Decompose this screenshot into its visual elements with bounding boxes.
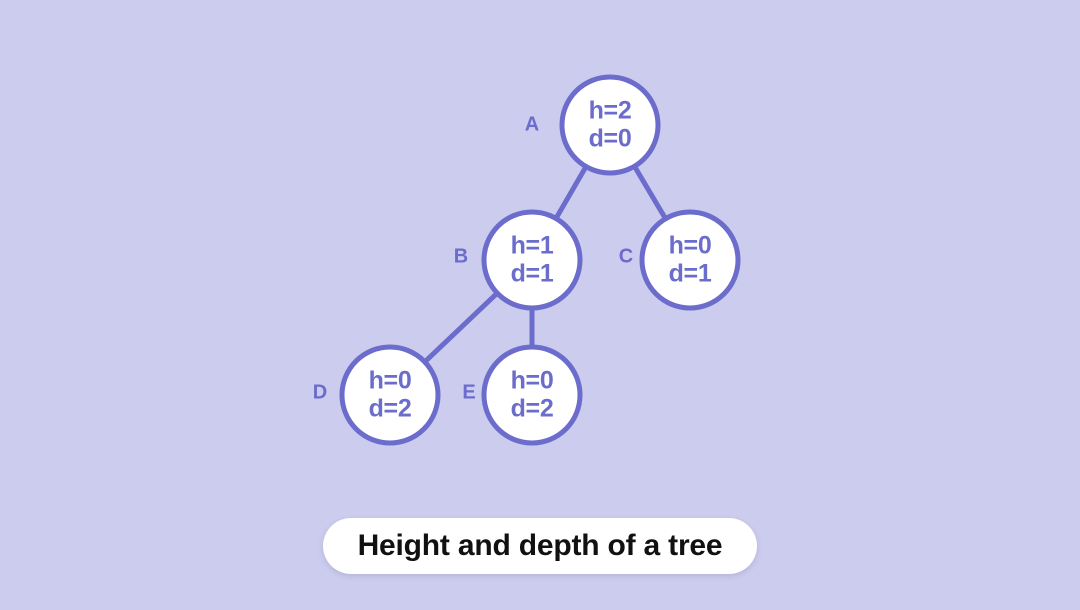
node-key-label-c: C xyxy=(619,245,633,267)
node-depth-label-e: d=2 xyxy=(511,395,554,423)
node-key-label-d: D xyxy=(313,381,327,403)
tree-edge-a-c xyxy=(631,162,669,223)
tree-node-d[interactable]: h=0d=2 xyxy=(339,344,441,446)
node-circle-b xyxy=(481,209,583,311)
node-circle-a xyxy=(559,74,661,176)
tree-node-b[interactable]: h=1d=1 xyxy=(481,209,583,311)
node-key-label-b: B xyxy=(454,245,468,267)
tree-node-c[interactable]: h=0d=1 xyxy=(639,209,741,311)
tree-node-e[interactable]: h=0d=2 xyxy=(481,344,583,446)
node-depth-label-c: d=1 xyxy=(669,260,712,288)
node-key-label-e: E xyxy=(462,381,475,403)
node-circle-d xyxy=(339,344,441,446)
tree-edges xyxy=(421,162,669,366)
node-circle-c xyxy=(639,209,741,311)
node-height-label-d: h=0 xyxy=(369,367,412,395)
node-circle-e xyxy=(481,344,583,446)
node-height-label-c: h=0 xyxy=(669,232,712,260)
node-height-label-a: h=2 xyxy=(589,97,632,125)
node-depth-label-d: d=2 xyxy=(369,395,412,423)
node-height-label-b: h=1 xyxy=(511,232,554,260)
node-key-label-a: A xyxy=(525,113,539,135)
tree-node-a[interactable]: h=2d=0 xyxy=(559,74,661,176)
node-depth-label-b: d=1 xyxy=(511,260,554,288)
node-height-label-e: h=0 xyxy=(511,367,554,395)
node-depth-label-a: d=0 xyxy=(589,125,632,153)
caption-pill: Height and depth of a tree xyxy=(323,518,757,574)
tree-edge-b-d xyxy=(421,289,501,366)
caption-label: Height and depth of a tree xyxy=(357,529,723,562)
tree-edge-a-b xyxy=(553,163,589,222)
